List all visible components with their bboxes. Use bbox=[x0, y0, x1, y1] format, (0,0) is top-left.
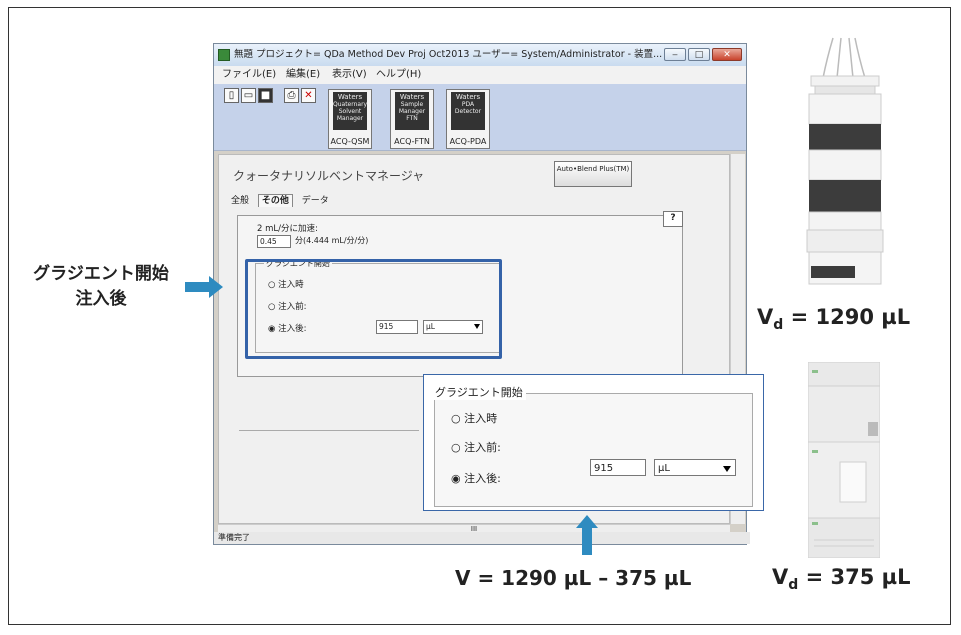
window-title: 無題 プロジェクト= QDa Method Dev Proj Oct2013 ユ… bbox=[234, 49, 663, 60]
module-ftn[interactable]: Waters Sample Manager FTN ACQ-FTN bbox=[390, 89, 434, 149]
auto-blend-button[interactable]: Auto•Blend Plus(TM) bbox=[554, 161, 632, 187]
stacked-instrument-image bbox=[808, 362, 880, 558]
zoom-callout: グラジエント開始 ○ 注入時 ○ 注入前: ◉ 注入後: 915 µL bbox=[423, 374, 764, 511]
flow-ramp-unit: 分(4.444 mL/分/分) bbox=[295, 236, 369, 245]
menu-file[interactable]: ファイル(E) bbox=[222, 69, 277, 80]
zoom-radio-after-injection[interactable]: ◉ 注入後: bbox=[451, 472, 501, 485]
toolbar: ▯ ▭ ■ ⎙ ✕ Waters Quaternary Solvent Mana… bbox=[214, 84, 746, 151]
delete-icon[interactable]: ✕ bbox=[301, 88, 316, 103]
tab-general[interactable]: 全般 bbox=[231, 196, 250, 206]
app-icon bbox=[218, 49, 230, 61]
tab-other[interactable]: その他 bbox=[257, 194, 293, 207]
save-icon[interactable]: ■ bbox=[258, 88, 273, 103]
module-image: Waters Sample Manager FTN bbox=[395, 92, 429, 130]
tall-instrument-image bbox=[806, 37, 884, 285]
volume-formula: V = 1290 µL – 375 µL bbox=[455, 566, 692, 590]
gradient-after-injection-label: グラジエント開始 注入後 bbox=[33, 264, 169, 309]
zoom-volume-input[interactable]: 915 bbox=[590, 459, 646, 476]
new-file-icon[interactable]: ▯ bbox=[224, 88, 239, 103]
vd-top-label: Vd = 1290 µL bbox=[757, 305, 911, 334]
chevron-down-icon bbox=[474, 324, 480, 329]
print-icon[interactable]: ⎙ bbox=[284, 88, 299, 103]
arrow-up-icon bbox=[576, 515, 598, 555]
module-image: Waters Quaternary Solvent Manager bbox=[333, 92, 367, 130]
highlight-box bbox=[245, 259, 502, 359]
radio-before-injection[interactable]: ○ 注入前: bbox=[268, 302, 307, 312]
module-qsm[interactable]: Waters Quaternary Solvent Manager ACQ-QS… bbox=[328, 89, 372, 149]
tab-data[interactable]: データ bbox=[301, 196, 329, 206]
radio-at-injection[interactable]: ○ 注入時 bbox=[268, 280, 304, 290]
menu-bar: ファイル(E) 編集(E) 表示(V) ヘルプ(H) bbox=[214, 66, 746, 84]
arrow-right-icon bbox=[185, 276, 223, 298]
close-button[interactable]: ✕ bbox=[712, 48, 742, 61]
figure-frame bbox=[8, 7, 951, 625]
module-label: ACQ-PDA bbox=[449, 137, 487, 146]
radio-after-injection[interactable]: ◉ 注入後: bbox=[268, 324, 307, 334]
vd-bottom-label: Vd = 375 µL bbox=[772, 565, 911, 594]
gradient-start-legend: グラジエント開始 bbox=[264, 258, 332, 269]
open-folder-icon[interactable]: ▭ bbox=[241, 88, 256, 103]
gradient-unit-select[interactable]: µL bbox=[423, 320, 483, 334]
maximize-button[interactable]: □ bbox=[688, 48, 710, 61]
flow-ramp-input[interactable]: 0.45 bbox=[257, 235, 291, 248]
zoom-radio-at-injection[interactable]: ○ 注入時 bbox=[451, 412, 498, 425]
zoom-gradient-group: グラジエント開始 ○ 注入時 ○ 注入前: ◉ 注入後: 915 µL bbox=[432, 384, 753, 507]
menu-help[interactable]: ヘルプ(H) bbox=[376, 69, 422, 80]
status-bar: 準備完了 bbox=[214, 532, 750, 544]
flow-ramp-label: 2 mL/分に加速: bbox=[257, 224, 318, 234]
module-image: Waters PDA Detector bbox=[451, 92, 485, 130]
zoom-gradient-legend: グラジエント開始 bbox=[432, 384, 526, 400]
gradient-volume-input[interactable]: 915 bbox=[376, 320, 418, 334]
panel-title: クォータナリソルベントマネージャ bbox=[233, 169, 425, 183]
module-label: ACQ-FTN bbox=[394, 137, 430, 146]
zoom-unit-select[interactable]: µL bbox=[654, 459, 736, 476]
title-bar: 無題 プロジェクト= QDa Method Dev Proj Oct2013 ユ… bbox=[214, 44, 746, 66]
zoom-radio-before-injection[interactable]: ○ 注入前: bbox=[451, 441, 501, 454]
divider bbox=[239, 430, 419, 431]
menu-edit[interactable]: 編集(E) bbox=[286, 69, 321, 80]
help-button[interactable]: ? bbox=[663, 211, 683, 227]
module-pda[interactable]: Waters PDA Detector ACQ-PDA bbox=[446, 89, 490, 149]
menu-view[interactable]: 表示(V) bbox=[332, 69, 367, 80]
chevron-down-icon bbox=[723, 466, 731, 472]
gradient-start-group: グラジエント開始 ○ 注入時 ○ 注入前: ◉ 注入後: 915 µL bbox=[255, 258, 501, 353]
module-label: ACQ-QSM bbox=[330, 137, 370, 146]
tab-strip: 全般 その他 データ bbox=[231, 193, 335, 207]
minimize-button[interactable]: ‒ bbox=[664, 48, 686, 61]
